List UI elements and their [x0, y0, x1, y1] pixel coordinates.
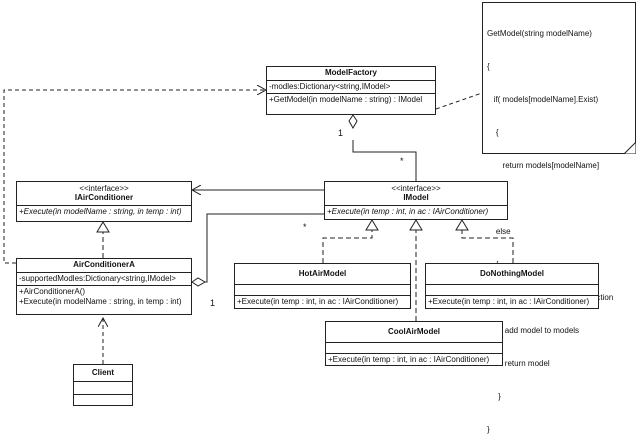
- multiplicity-factory-one: 1: [338, 128, 344, 138]
- attributes-section: [426, 285, 598, 296]
- operations-section: [74, 395, 132, 405]
- aggregation-factory-imodel: [352, 140, 417, 181]
- realization-arrow-iaircond: [96, 221, 110, 233]
- class-name: ModelFactory: [267, 67, 435, 81]
- operation: +Execute(in temp : int, in ac : IAirCond…: [428, 297, 590, 306]
- interface-header: <<interface>> IModel: [325, 182, 507, 206]
- operations-section: +AirConditionerA() +Execute(in modelName…: [17, 286, 191, 308]
- class-client[interactable]: Client: [73, 364, 133, 406]
- class-donothing-model[interactable]: DoNothingModel +Execute(in temp : int, i…: [425, 263, 599, 309]
- class-name: HotAirModel: [235, 264, 410, 285]
- operation: +AirConditionerA(): [19, 287, 86, 296]
- interface-iaircond[interactable]: <<interface>> IAirConditioner +Execute(i…: [16, 181, 192, 222]
- note-folded-corner: [624, 142, 636, 154]
- multiplicity-factory-many: *: [400, 156, 404, 166]
- stereotype-label: <<interface>>: [79, 184, 129, 193]
- realization-donothing: [461, 230, 514, 263]
- note-line: }: [487, 392, 501, 401]
- class-aircond-a[interactable]: AirConditionerA -supportedModles:Diction…: [16, 258, 192, 315]
- multiplicity-aircond-many: *: [303, 222, 307, 232]
- operation: +GetModel(in modelName : string) : IMode…: [269, 95, 423, 104]
- attributes-section: [235, 285, 410, 296]
- diagram-connectors: [3, 0, 514, 364]
- note-line: return models[modelName]: [487, 161, 600, 170]
- class-name: CoolAirModel: [326, 322, 502, 343]
- interface-imodel[interactable]: <<interface>> IModel +Execute(in temp : …: [324, 181, 508, 220]
- note-line: {: [487, 62, 490, 71]
- note-getmodel: GetModel(string modelName) { if( models[…: [482, 2, 636, 434]
- operation: +Execute(in temp : int, in ac : IAirCond…: [237, 297, 399, 306]
- realization-arrow-donothing: [455, 219, 469, 231]
- class-name: IAirConditioner: [74, 193, 134, 202]
- operation: +Execute(in temp : int, in ac : IAirCond…: [327, 207, 489, 216]
- attributes-section: [326, 343, 502, 354]
- note-line: {: [487, 128, 499, 137]
- realization-arrow-cool: [409, 219, 423, 231]
- operation: +Execute(in temp : int, in ac : IAirCond…: [328, 355, 490, 364]
- note-line: if( models[modelName].Exist): [487, 95, 599, 104]
- realization-arrow-hot: [365, 219, 379, 231]
- realization-hot: [322, 230, 373, 263]
- note-line: }: [487, 425, 490, 434]
- class-hot-air-model[interactable]: HotAirModel +Execute(in temp : int, in a…: [234, 263, 411, 309]
- class-name: Client: [74, 365, 132, 382]
- class-name: IModel: [403, 193, 429, 202]
- attribute: -modles:Dictionary<string,IModel>: [267, 81, 435, 94]
- note-line: add model to models: [487, 326, 580, 335]
- class-cool-air-model[interactable]: CoolAirModel +Execute(in temp : int, in …: [325, 321, 503, 366]
- note-anchor-line: [435, 92, 483, 110]
- class-name: AirConditionerA: [17, 259, 191, 273]
- multiplicity-aircond-one: 1: [210, 298, 216, 308]
- interface-header: <<interface>> IAirConditioner: [17, 182, 191, 206]
- operation: +Execute(in modelName : string, in temp …: [19, 207, 182, 216]
- operation: +Execute(in modelName : string, in temp …: [19, 297, 182, 306]
- class-name: DoNothingModel: [426, 264, 598, 285]
- attribute: -supportedModles:Dictionary<string,IMode…: [17, 273, 191, 286]
- attributes-section: [74, 382, 132, 395]
- note-line: }: [487, 193, 631, 204]
- note-line: GetModel(string modelName): [487, 29, 592, 38]
- class-model-factory[interactable]: ModelFactory -modles:Dictionary<string,I…: [266, 66, 436, 115]
- stereotype-label: <<interface>>: [391, 184, 441, 193]
- dependency-aircond-to-factory: [3, 90, 266, 264]
- note-line: return model: [487, 359, 550, 368]
- factory-aggregation-diamond: [348, 114, 358, 130]
- aircond-aggregation-diamond: [191, 277, 207, 287]
- note-line: else: [487, 227, 511, 236]
